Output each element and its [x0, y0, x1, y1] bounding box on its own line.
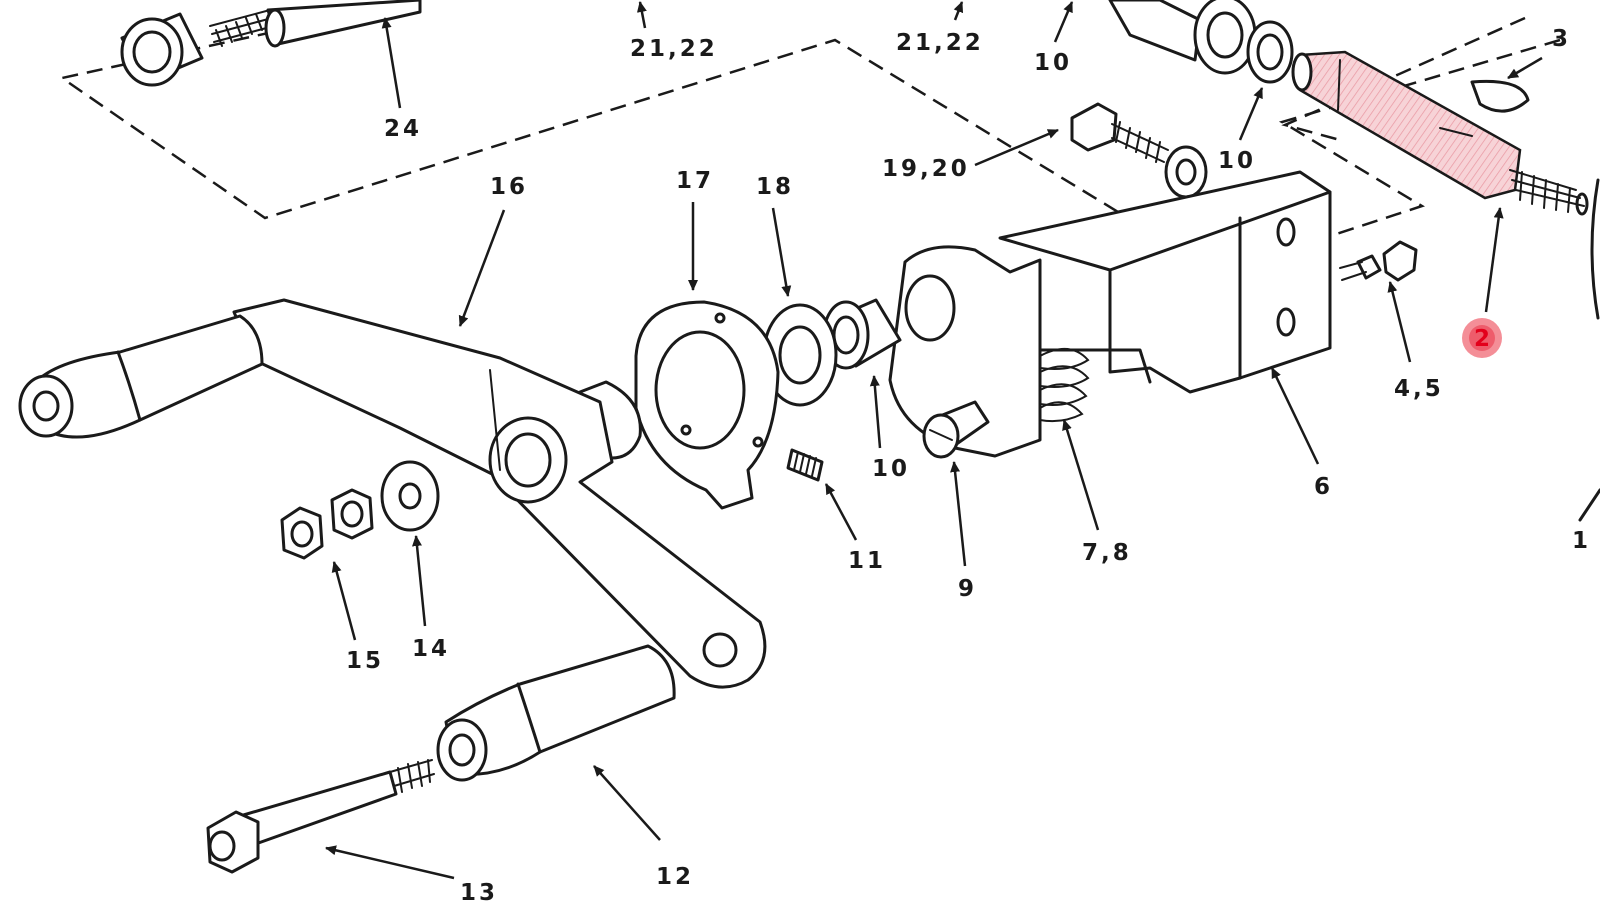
leader-arrows	[325, 1, 1543, 880]
screw-part-4-5	[1339, 240, 1418, 282]
label-18: 18	[756, 174, 794, 200]
label-15: 15	[346, 648, 384, 674]
label-7-8: 7,8	[1082, 540, 1132, 566]
lever-arm-part-16	[232, 298, 767, 689]
label-10-center: 10	[872, 456, 910, 482]
washer-part-18	[762, 303, 838, 407]
label-6: 6	[1314, 474, 1333, 500]
dashed-outline	[58, 0, 1561, 242]
set-screw-part-11	[786, 448, 824, 482]
label-10-top: 10	[1034, 50, 1072, 76]
label-21-22-left: 21,22	[630, 36, 718, 62]
edge-fragment-right	[1578, 178, 1600, 522]
handle-part-12	[436, 644, 676, 782]
label-3: 3	[1552, 26, 1571, 52]
label-4-5: 4,5	[1394, 376, 1444, 402]
shaft-part-2	[1291, 50, 1589, 216]
label-9: 9	[958, 576, 977, 602]
label-11: 11	[848, 548, 886, 574]
collar-part-17	[634, 300, 780, 510]
label-16: 16	[490, 174, 528, 200]
label-13: 13	[460, 880, 498, 906]
label-24: 24	[384, 116, 422, 142]
label-12: 12	[656, 864, 694, 890]
pin-part-9	[922, 400, 990, 459]
label-2-highlighted: 2	[1474, 326, 1490, 352]
bushing-top-left	[120, 0, 422, 87]
key-part-3	[1470, 79, 1530, 113]
part-labels: 24 21,22 21,22 10 3 10 19,20 16 17 18 4,…	[346, 26, 1591, 906]
handle-upper	[18, 314, 264, 439]
highlight-callout-2: 2	[1462, 318, 1502, 358]
screw-19-20	[1070, 102, 1208, 199]
plate-with-spring	[888, 245, 1152, 458]
label-19-20: 19,20	[882, 156, 970, 182]
bolt-part-13	[206, 759, 435, 874]
nuts-part-15	[280, 488, 374, 560]
label-1: 1	[1572, 528, 1591, 554]
bushings-top-right	[1108, 0, 1294, 84]
washer-part-14	[380, 460, 440, 532]
label-10-upper-right: 10	[1218, 148, 1256, 174]
label-21-22-right: 21,22	[896, 30, 984, 56]
label-14: 14	[412, 636, 450, 662]
bracket-part-6	[998, 170, 1332, 394]
label-17: 17	[676, 168, 714, 194]
